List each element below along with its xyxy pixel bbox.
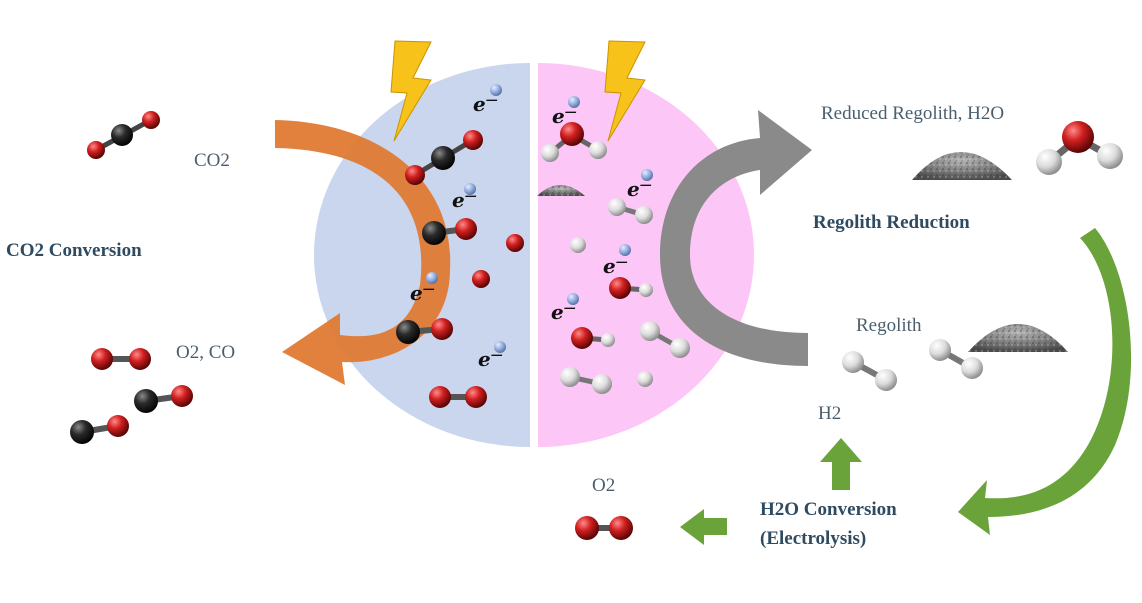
o2-molecule (575, 516, 633, 540)
h2o-conversion-label: H2O Conversion (760, 499, 897, 520)
hydrogen-atom (637, 371, 653, 387)
electron-label: e— (551, 300, 576, 324)
o2-molecule (429, 386, 487, 408)
electron-icon (641, 169, 653, 181)
electron-icon (464, 183, 476, 195)
electron-icon (426, 272, 438, 284)
electron-icon (490, 84, 502, 96)
o2-label: O2 (592, 475, 616, 496)
electron-label: e— (452, 188, 477, 212)
electron-label: e— (552, 104, 577, 128)
electrolysis-cycle-arrow (958, 228, 1132, 535)
h2-molecule (842, 351, 897, 391)
h2-molecule (560, 367, 612, 394)
co2-label: CO2 (194, 150, 230, 171)
regolith-reduction-label: Regolith Reduction (813, 212, 970, 233)
co-molecule (134, 385, 193, 413)
h2-label: H2 (818, 403, 842, 424)
electron-label: e— (603, 254, 628, 278)
co-molecule (422, 218, 477, 245)
regolith-pile-icon (968, 324, 1068, 352)
electron-label: e— (410, 281, 435, 305)
electron-label: e— (473, 92, 498, 116)
o2-co-label: O2, CO (176, 342, 236, 363)
co2-molecule (87, 111, 160, 159)
regolith-pile-icon (912, 152, 1012, 180)
co-molecule (70, 415, 129, 444)
h2-molecule (608, 198, 653, 224)
hydrogen-atom (570, 237, 586, 253)
co2-conversion-label: CO2 Conversion (6, 240, 142, 261)
electron-icon (494, 341, 506, 353)
reduced-regolith-h2o-label: Reduced Regolith, H2O (821, 103, 1005, 124)
electron-label: e— (627, 177, 652, 201)
electron-label: e— (478, 347, 503, 371)
regolith-label: Regolith (856, 315, 922, 336)
co-molecule (396, 318, 453, 344)
lightning-bolt-icon (604, 40, 646, 142)
electron-icon (567, 293, 579, 305)
hydroxyl-molecule (609, 277, 653, 299)
h2-up-arrow (820, 438, 862, 490)
co2-conversion-arrow (275, 120, 451, 385)
right-half-circle (538, 63, 754, 447)
regolith-reduction-arrow (660, 110, 812, 366)
o2-left-arrow (680, 509, 727, 545)
regolith-pile-icon (537, 185, 585, 196)
o2-molecule (91, 348, 151, 370)
electron-icon (568, 96, 580, 108)
h2-molecule (929, 339, 983, 379)
electron-icon (619, 244, 631, 256)
co2-molecule (405, 130, 483, 185)
h2-molecule (640, 321, 690, 358)
oxygen-atom (506, 234, 524, 252)
h2o-molecule (541, 122, 607, 162)
h2o-molecule (1036, 121, 1123, 175)
oxygen-atom (472, 270, 490, 288)
electrolysis-label: (Electrolysis) (760, 528, 867, 549)
hydroxyl-molecule (571, 327, 615, 349)
lightning-bolt-icon (390, 40, 432, 142)
